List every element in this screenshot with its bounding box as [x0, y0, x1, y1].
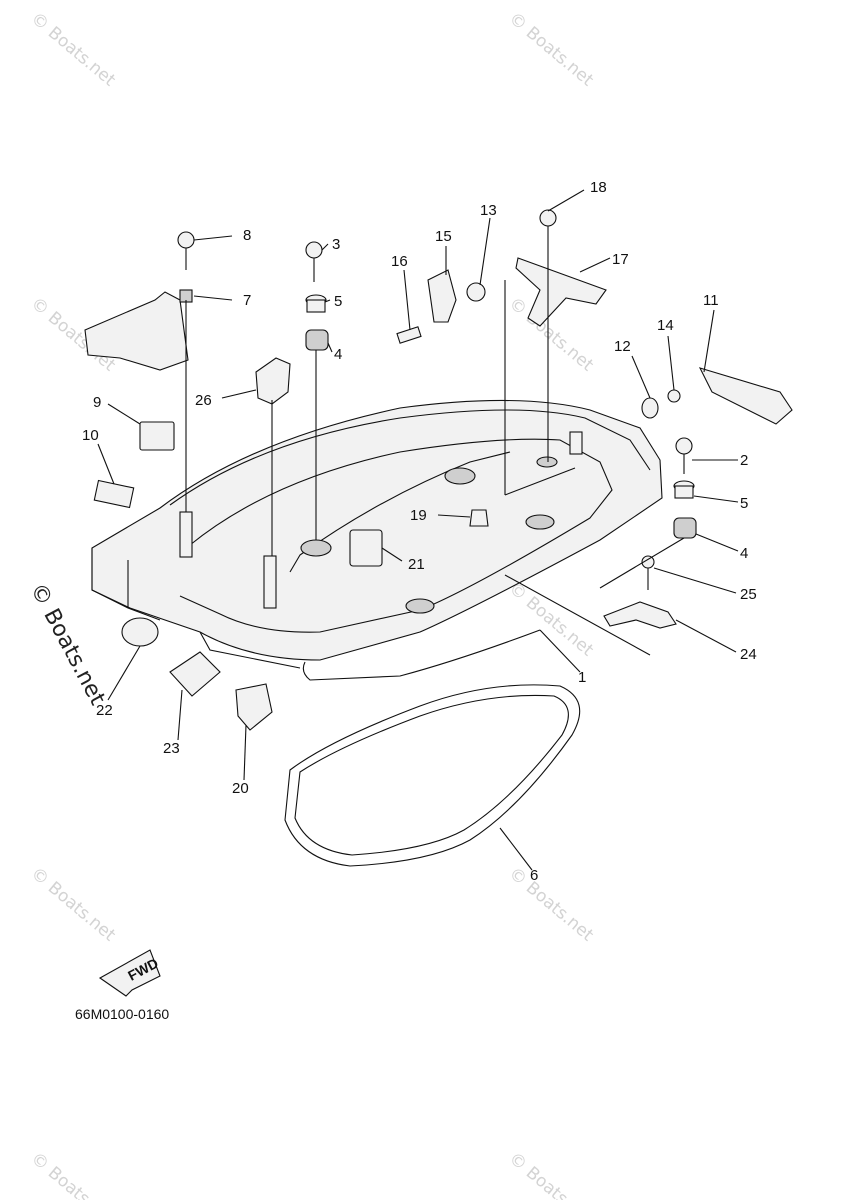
callout-labels: 1 2 3 4 4 5 5 6 7 8 9 10 11 12 13 14 15 … [82, 179, 757, 884]
callout-14: 14 [657, 317, 674, 334]
callout-2: 2 [740, 452, 748, 469]
callout-18: 18 [590, 179, 607, 196]
callout-8: 8 [243, 227, 251, 244]
callout-24: 24 [740, 646, 757, 663]
watermark-main: © Boats.net [25, 579, 110, 710]
watermark: © Boats.net [27, 864, 120, 946]
callout-10: 10 [82, 427, 99, 444]
watermark: © Boats.net [505, 579, 598, 661]
watermark: © Boats.net [505, 9, 598, 91]
watermark: © Boats.net [505, 1149, 598, 1200]
callout-9: 9 [93, 394, 101, 411]
callout-7: 7 [243, 292, 251, 309]
callout-4: 4 [334, 346, 342, 363]
callout-1: 1 [578, 669, 586, 686]
callout-6: 6 [530, 867, 538, 884]
callout-16: 16 [391, 253, 408, 270]
callout-22: 22 [96, 702, 113, 719]
callout-23: 23 [163, 740, 180, 757]
callout-26: 26 [195, 392, 212, 409]
cowling-seal [284, 684, 581, 867]
watermark: © Boats.net [27, 1149, 120, 1200]
callout-21: 21 [408, 556, 425, 573]
callout-15: 15 [435, 228, 452, 245]
callout-5: 5 [740, 495, 748, 512]
diagram-reference-code: 66M0100-0160 [75, 1006, 169, 1022]
callout-25: 25 [740, 586, 757, 603]
small-parts [84, 209, 793, 997]
callout-5: 5 [334, 293, 342, 310]
callout-11: 11 [703, 292, 719, 309]
watermark: © Boats.net [505, 864, 598, 946]
callout-4: 4 [740, 545, 748, 562]
callout-20: 20 [232, 780, 249, 797]
callout-19: 19 [410, 507, 427, 524]
callout-13: 13 [480, 202, 497, 219]
callout-3: 3 [332, 236, 340, 253]
leader-lines [97, 189, 739, 871]
watermark: © Boats.net [27, 9, 120, 91]
fwd-arrow-icon [98, 949, 161, 997]
callout-12: 12 [614, 338, 631, 355]
callout-17: 17 [612, 251, 629, 268]
